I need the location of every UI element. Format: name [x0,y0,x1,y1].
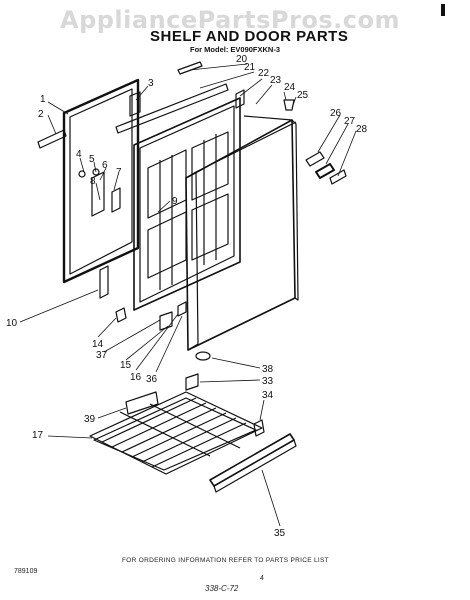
callout-9: 9 [172,196,178,207]
callout-37: 37 [96,350,108,361]
diagram-title: SHELF AND DOOR PARTS [150,28,349,45]
outer-door-panel [185,115,299,351]
wire-shelf [89,391,263,475]
callout-21: 21 [244,62,256,73]
door-gasket [62,78,140,284]
corner-mark [441,4,445,16]
callout-38: 38 [262,364,274,375]
callout-35: 35 [274,528,286,539]
callout-15: 15 [120,360,132,371]
callout-16: 16 [130,372,142,383]
callout-25: 25 [297,90,309,101]
callout-7: 7 [116,167,122,178]
callout-10: 10 [6,318,18,329]
callout-14: 14 [92,339,104,350]
callout-1: 1 [40,94,46,105]
callout-17: 17 [32,430,44,441]
leader-lines [19,63,357,527]
callout-20: 20 [236,54,248,65]
callout-39: 39 [84,414,96,425]
callout-23: 23 [270,75,282,86]
trim-strips [115,61,295,134]
callout-28: 28 [356,124,368,135]
feet-and-clips [185,351,265,437]
drawing-code: 789109 [14,568,38,575]
page-number: 4 [260,575,264,582]
side-trim-parts [305,151,347,185]
callout-3: 3 [148,78,154,89]
callout-4: 4 [76,149,82,160]
shelf-front-rail [209,433,297,493]
watermark: AppliancePartsPros.com [60,6,400,34]
handwritten-note: 338-C-72 [205,584,239,593]
callout-34: 34 [262,390,274,401]
callout-27: 27 [344,116,356,127]
callout-6: 6 [102,160,108,171]
hinge-hardware [37,91,187,331]
callout-26: 26 [330,108,342,119]
callout-36: 36 [146,374,158,385]
callout-24: 24 [284,82,296,93]
callout-8: 8 [90,176,96,187]
callout-22: 22 [258,68,270,79]
callout-labels: 20 21 22 23 24 25 3 1 2 26 27 28 4 5 6 7… [6,54,368,539]
callout-2: 2 [38,109,44,120]
model-number: For Model: EV090FXKN-3 [190,45,281,54]
callout-5: 5 [89,154,95,165]
callout-33: 33 [262,376,274,387]
ordering-note: FOR ORDERING INFORMATION REFER TO PARTS … [122,557,329,564]
inner-door-liner [133,97,241,311]
